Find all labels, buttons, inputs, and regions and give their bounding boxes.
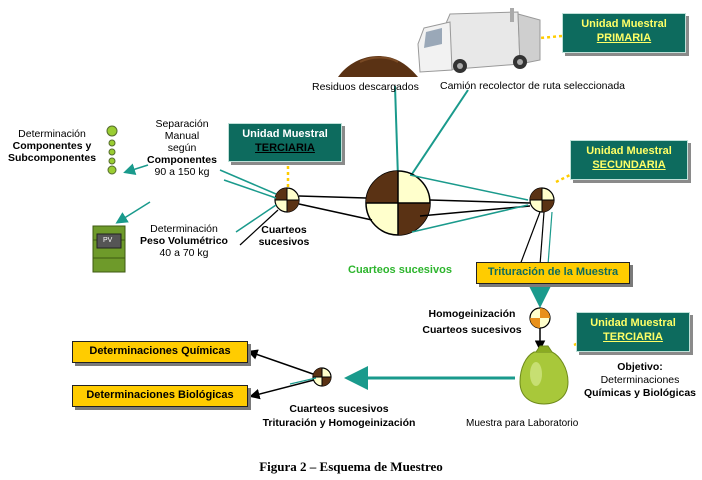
quartering-circle-bottom <box>312 367 332 387</box>
unidad-primaria-box: Unidad Muestral PRIMARIA <box>562 13 686 53</box>
garbage-truck-icon <box>417 8 541 73</box>
unidad-secundaria-box: Unidad Muestral SECUNDARIA <box>570 140 688 180</box>
homog-cuarteos-line: Cuarteos sucesivos <box>422 324 522 336</box>
unidad-terciaria-top-box: Unidad Muestral TERCIARIA <box>228 123 342 162</box>
trituracion-box: Trituración de la Muestra <box>476 262 630 284</box>
muestra-label: Muestra para Laboratorio <box>466 418 579 429</box>
quartering-circle-right <box>529 187 555 213</box>
quartering-circle-lab <box>529 307 551 329</box>
unidad-secundaria-title: Unidad Muestral <box>586 145 672 157</box>
quartering-circle-main <box>365 170 431 236</box>
volumetric-drum-icon <box>92 225 126 273</box>
cuarteos-left-line1: Cuarteos <box>261 224 307 236</box>
det-biologicas-box: Determinaciones Biológicas <box>72 385 248 407</box>
unidad-primaria-level: PRIMARIA <box>596 32 652 44</box>
componentes-bold-line: Componentes <box>146 154 217 166</box>
dirt-pile-icon <box>338 56 418 77</box>
quartering-circle-left <box>274 187 300 213</box>
objetivo-determinaciones-line: Determinaciones <box>600 374 680 386</box>
determinacion-line: Determinación <box>18 128 86 140</box>
objetivo-quimicas-line: Químicas y Biológicas <box>583 387 697 399</box>
unidad-primaria-title: Unidad Muestral <box>581 18 667 30</box>
peso-volumetrico-line: Peso Volumétrico <box>140 235 228 247</box>
unidad-terciaria-bottom-title: Unidad Muestral <box>590 317 676 329</box>
peso-determinacion-line: Determinación <box>150 223 218 235</box>
separacion-line: Separación <box>155 118 209 130</box>
manual-line: Manual <box>164 130 200 142</box>
peso-range-line: 40 a 70 kg <box>159 247 209 259</box>
unidad-secundaria-level: SECUNDARIA <box>592 159 666 171</box>
weight-range-line: 90 a 150 kg <box>154 166 210 178</box>
cuarteos-bottom-line2: Trituración y Homogeinización <box>262 417 416 429</box>
figure-caption: Figura 2 – Esquema de Muestreo <box>259 459 443 474</box>
unidad-terciaria-bottom-box: Unidad Muestral TERCIARIA <box>576 312 690 352</box>
peso-volumetrico-label: Determinación Peso Volumétrico 40 a 70 k… <box>130 223 238 259</box>
component-beads-icon <box>106 125 118 175</box>
camion-label: Camión recolector de ruta seleccionada <box>440 80 626 92</box>
componentes-line: Componentes y <box>12 140 92 152</box>
unidad-terciaria-top-title: Unidad Muestral <box>242 128 328 140</box>
separacion-manual-label: Separación Manual según Componentes 90 a… <box>136 118 228 178</box>
pv-icon-label: PV <box>103 237 113 244</box>
residuos-label: Residuos descargados <box>312 81 419 93</box>
cuarteos-left-line2: sucesivos <box>258 236 310 248</box>
segun-line: según <box>167 142 197 154</box>
objetivo-line: Objetivo: <box>617 361 663 373</box>
cuarteos-green-label: Cuarteos sucesivos <box>348 264 452 276</box>
unidad-terciaria-top-level: TERCIARIA <box>255 142 315 154</box>
cuarteos-left-label: Cuarteos sucesivos <box>244 224 324 248</box>
det-quimicas-box: Determinaciones Químicas <box>72 341 248 363</box>
homogeneizacion-label: Homogeinización Cuarteos sucesivos <box>414 306 530 338</box>
cuarteos-bottom-line1: Cuarteos sucesivos <box>289 403 389 415</box>
homog-line: Homogeinización <box>428 308 516 320</box>
lab-sample-bag-icon <box>519 345 569 405</box>
cuarteos-bottom-label: Cuarteos sucesivos Trituración y Homogei… <box>236 402 442 430</box>
determinacion-componentes-label: Determinación Componentes y Subcomponent… <box>0 128 104 164</box>
objetivo-label: Objetivo: Determinaciones Químicas y Bio… <box>580 361 700 400</box>
subcomponentes-line: Subcomponentes <box>7 152 97 164</box>
unidad-terciaria-bottom-level: TERCIARIA <box>603 331 663 343</box>
